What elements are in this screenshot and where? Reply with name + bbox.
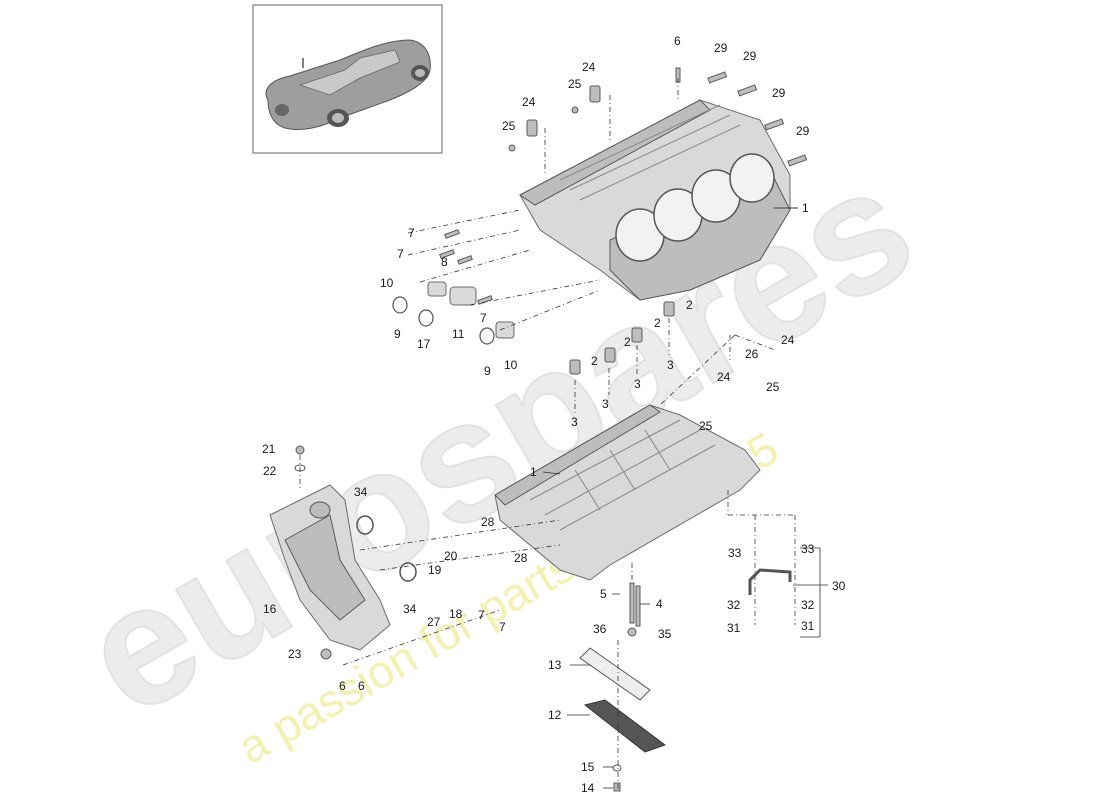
callout-labels: 6 29 29 29 29 24 25 24 25 1 7 7 8 10 7 9…	[262, 34, 846, 795]
callout-7-d: 7	[478, 608, 485, 622]
callout-28-a: 28	[481, 515, 495, 529]
callout-28-b: 28	[514, 551, 528, 565]
callout-10-a: 10	[380, 276, 394, 290]
callout-23: 23	[288, 647, 302, 661]
callout-7-b: 7	[397, 247, 404, 261]
callout-30: 30	[832, 579, 846, 593]
car-icon	[265, 39, 431, 131]
cylinder-bores	[615, 153, 775, 262]
callout-17: 17	[417, 337, 431, 351]
callout-31-b: 31	[801, 619, 815, 633]
callout-12: 12	[548, 708, 562, 722]
vehicle-thumbnail[interactable]	[252, 4, 443, 154]
callout-33-a: 33	[728, 546, 742, 560]
callout-9-a: 9	[394, 327, 401, 341]
callout-13: 13	[548, 658, 562, 672]
callout-16: 16	[263, 602, 277, 616]
callout-2-b: 2	[654, 316, 661, 330]
callout-35: 35	[658, 627, 672, 641]
callout-33-b: 33	[801, 542, 815, 556]
callout-34-b: 34	[403, 602, 417, 616]
lower-crankcase	[494, 404, 761, 581]
callout-24-b: 24	[522, 95, 536, 109]
callout-3-a: 3	[667, 358, 674, 372]
callout-26: 26	[745, 347, 759, 361]
callout-22: 22	[263, 464, 277, 478]
callout-29-d: 29	[796, 124, 810, 138]
callout-19: 19	[428, 563, 442, 577]
callout-8: 8	[441, 255, 448, 269]
small-parts	[294, 67, 808, 792]
callout-25-c: 25	[766, 380, 780, 394]
callout-31-a: 31	[727, 621, 741, 635]
callout-20: 20	[444, 549, 458, 563]
callout-3-b: 3	[634, 377, 641, 391]
callout-7-a: 7	[408, 226, 415, 240]
callout-27: 27	[427, 615, 441, 629]
callout-3-d: 3	[571, 415, 578, 429]
callout-2-a: 2	[686, 298, 693, 312]
callout-25-a: 25	[568, 77, 582, 91]
callout-24-a: 24	[582, 60, 596, 74]
callout-29-c: 29	[772, 86, 786, 100]
callout-6-b: 6	[358, 679, 365, 693]
callout-21: 21	[262, 442, 276, 456]
callout-29-b: 29	[743, 49, 757, 63]
callout-24-c: 24	[781, 333, 795, 347]
callout-5: 5	[600, 587, 607, 601]
callout-4: 4	[656, 597, 663, 611]
callout-2-c: 2	[624, 335, 631, 349]
callout-6-a: 6	[339, 679, 346, 693]
callout-3-c: 3	[602, 397, 609, 411]
callout-9-b: 9	[484, 364, 491, 378]
callout-18: 18	[449, 607, 463, 621]
watermark: eurospares a passion for parts since 198…	[53, 128, 944, 773]
callout-1-top: 1	[802, 201, 809, 215]
callout-29-a: 29	[714, 41, 728, 55]
callout-7-e: 7	[499, 620, 506, 634]
upper-crankcase	[519, 99, 791, 301]
callout-15: 15	[581, 760, 595, 774]
callout-32-b: 32	[801, 598, 815, 612]
callout-6-top: 6	[674, 34, 681, 48]
callout-32-a: 32	[727, 598, 741, 612]
leader-lines	[299, 78, 828, 790]
watermark-brand: eurospares	[54, 129, 943, 752]
callout-25-b: 25	[502, 119, 516, 133]
callout-7-c: 7	[480, 311, 487, 325]
callout-25-d: 25	[699, 419, 713, 433]
callout-10-b: 10	[504, 358, 518, 372]
callout-34-a: 34	[354, 485, 368, 499]
callout-24-d: 24	[717, 370, 731, 384]
callout-1-bottom: 1	[530, 465, 537, 479]
callout-36: 36	[593, 622, 607, 636]
callout-14: 14	[581, 781, 595, 795]
callout-2-d: 2	[591, 354, 598, 368]
timing-cover	[269, 484, 391, 651]
callout-11: 11	[452, 327, 465, 341]
